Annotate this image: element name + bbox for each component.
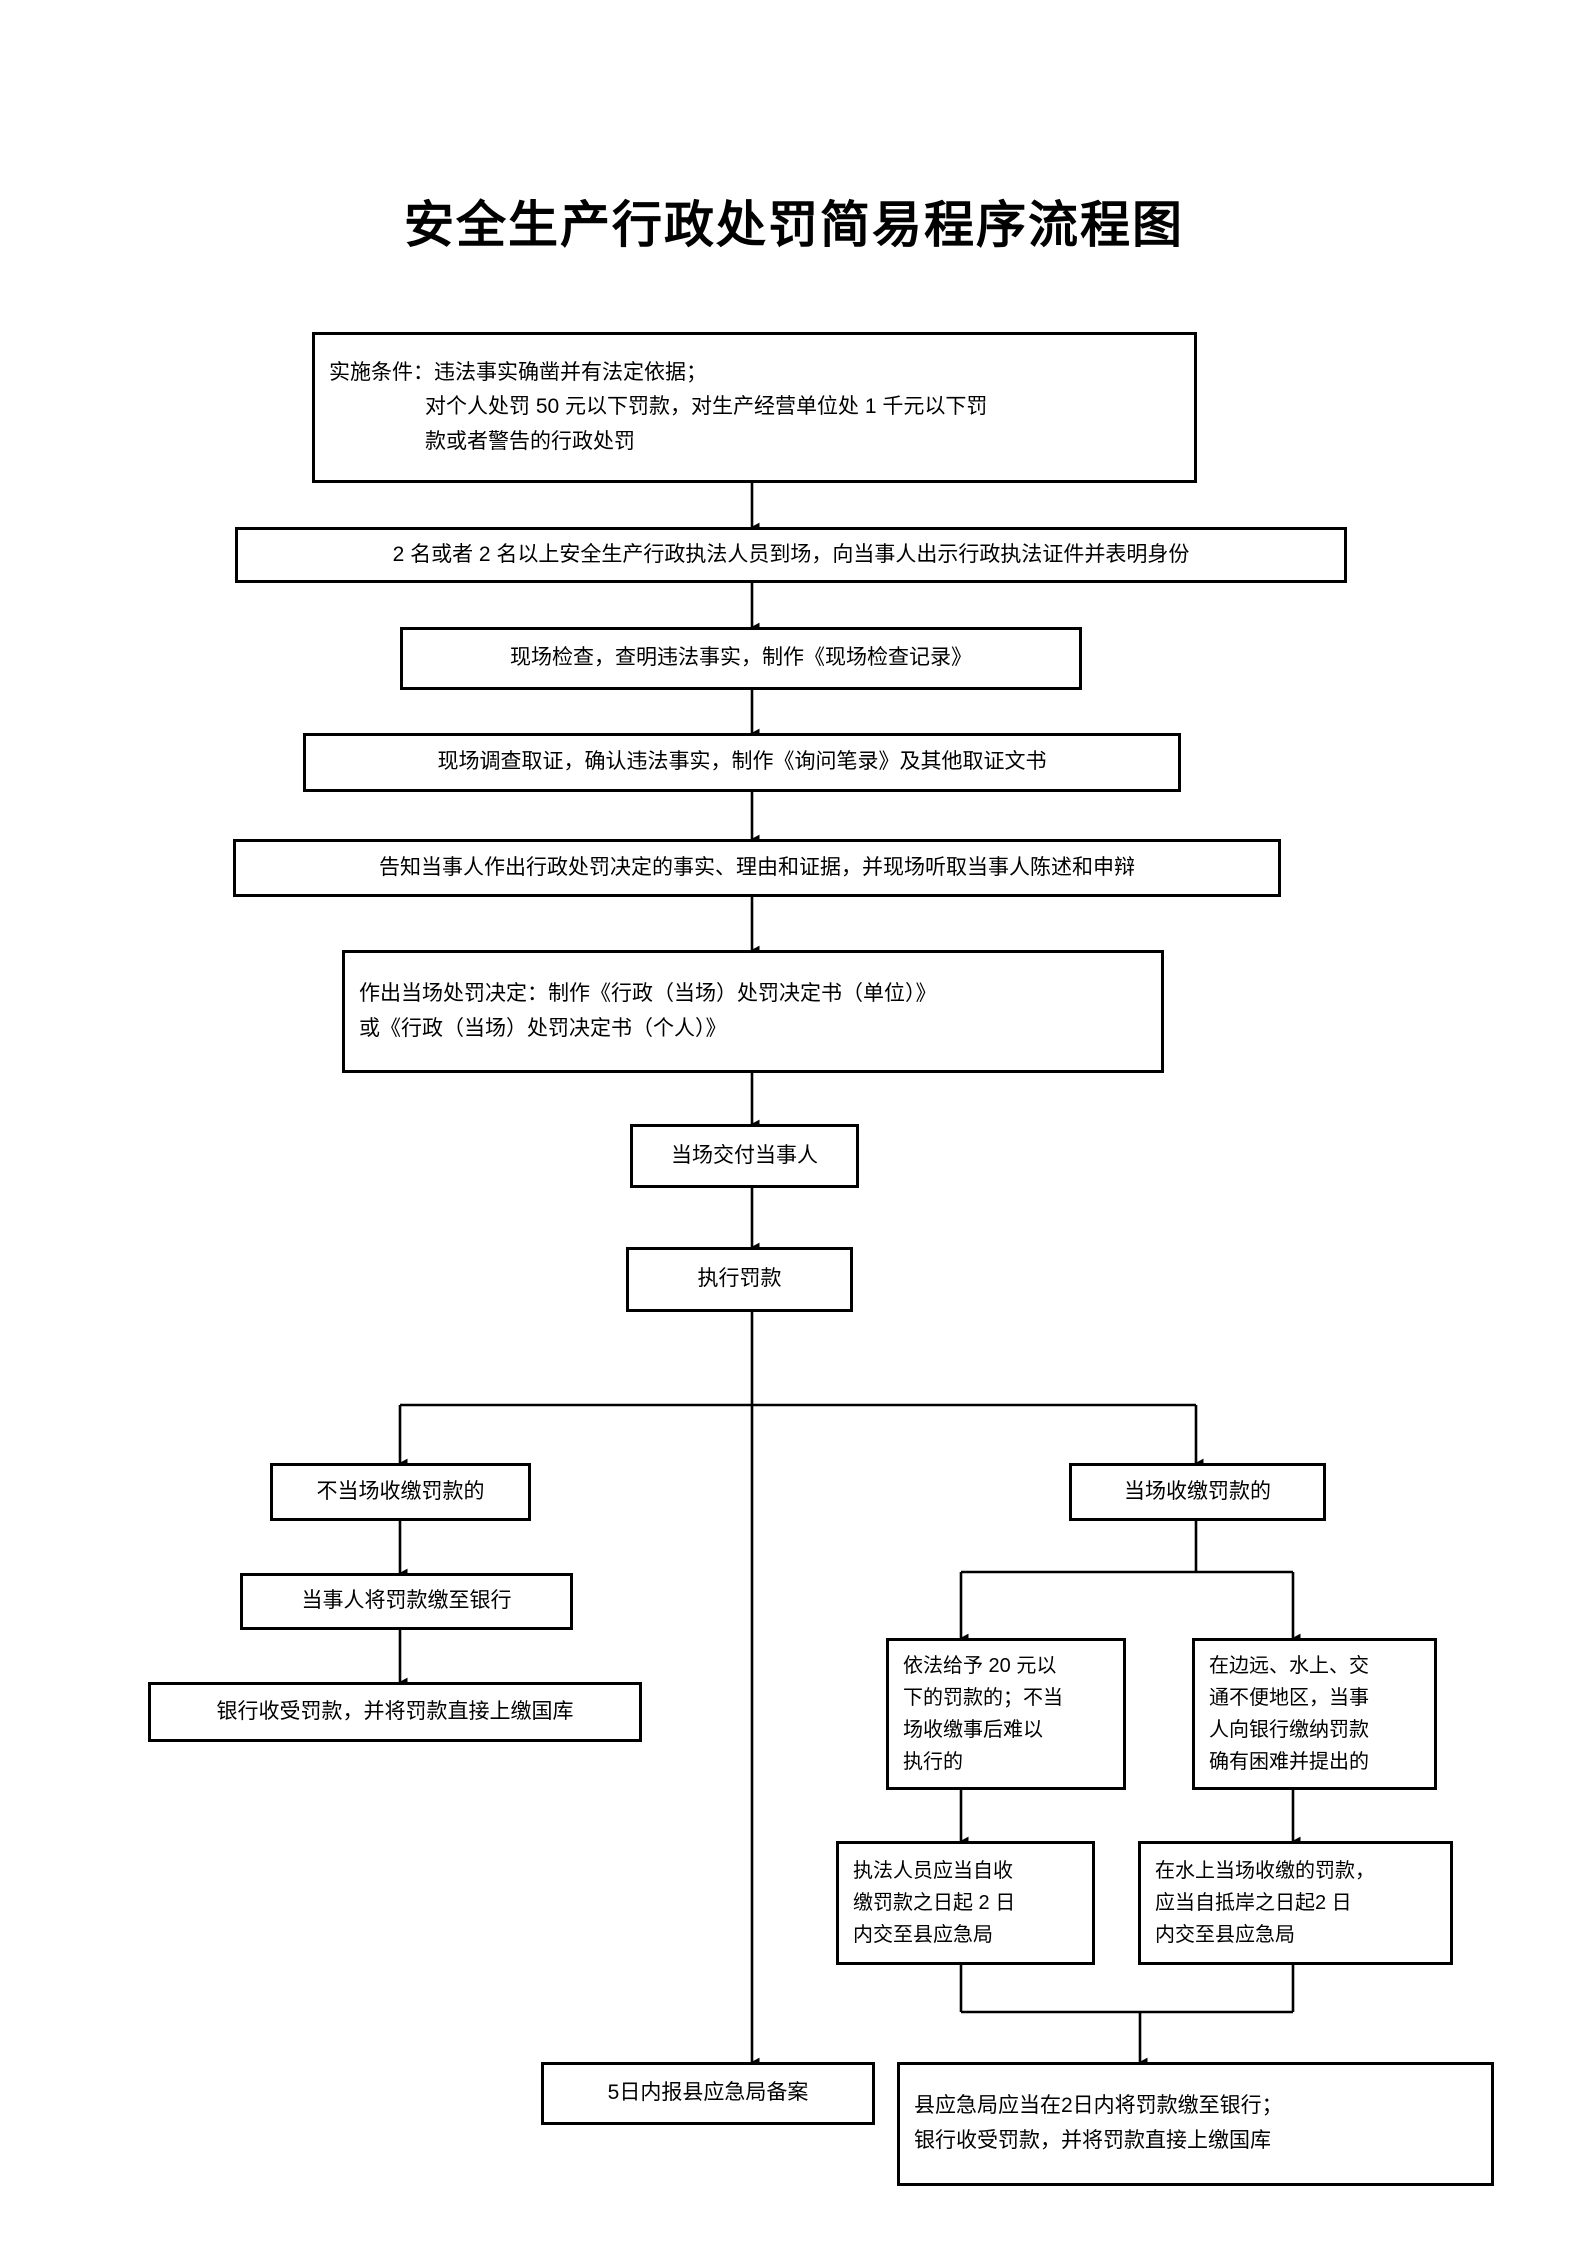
node-execute-fine: 执行罚款 <box>626 1247 853 1312</box>
node-line: 或《行政（当场）处罚决定书（个人）》 <box>359 1016 727 1040</box>
node-line: 告知当事人作出行政处罚决定的事实、理由和证据，并现场听取当事人陈述和申辩 <box>379 855 1135 879</box>
node-line: 2 名或者 2 名以上安全生产行政执法人员到场，向当事人出示行政执法证件并表明身… <box>392 542 1190 566</box>
node-line: 在边远、水上、交 <box>1209 1655 1369 1677</box>
node-bureau-remits-within-2-days: 县应急局应当在2日内将罚款缴至银行； 银行收受罚款，并将罚款直接上缴国库 <box>897 2062 1494 2186</box>
node-line: 通不便地区，当事 <box>1209 1687 1369 1709</box>
node-line: 确有困难并提出的 <box>1209 1751 1369 1773</box>
node-deliver-on-site-to-party: 当场交付当事人 <box>630 1124 859 1188</box>
node-line: 5日内报县应急局备案 <box>607 2081 809 2105</box>
node-make-on-site-penalty-decision: 作出当场处罚决定：制作《行政（当场）处罚决定书（单位）》 或《行政（当场）处罚决… <box>342 950 1164 1073</box>
node-line: 现场检查，查明违法事实，制作《现场检查记录》 <box>510 646 972 670</box>
node-line: 作出当场处罚决定：制作《行政（当场）处罚决定书（单位）》 <box>359 981 937 1005</box>
node-inform-party-hear-statement: 告知当事人作出行政处罚决定的事实、理由和证据，并现场听取当事人陈述和申辩 <box>233 839 1281 897</box>
node-line: 实施条件：违法事实确凿并有法定依据； <box>329 360 707 384</box>
node-line: 在水上当场收缴的罚款， <box>1155 1860 1375 1882</box>
node-officers-arrive-show-id: 2 名或者 2 名以上安全生产行政执法人员到场，向当事人出示行政执法证件并表明身… <box>235 527 1347 583</box>
node-line: 当事人将罚款缴至银行 <box>301 1589 512 1613</box>
node-line: 缴罚款之日起 2 日 <box>853 1892 1016 1914</box>
node-bank-receives-remits-treasury: 银行收受罚款，并将罚款直接上缴国库 <box>148 1682 642 1742</box>
node-line: 现场调查取证，确认违法事实，制作《询问笔录》及其他取证文书 <box>437 750 1047 774</box>
node-line: 当场收缴罚款的 <box>1124 1479 1271 1503</box>
node-line: 执行的 <box>903 1751 963 1773</box>
node-line: 应当自抵岸之日起2 日 <box>1155 1892 1352 1914</box>
node-line: 对个人处罚 50 元以下罚款，对生产经营单位处 1 千元以下罚 <box>425 395 988 419</box>
node-line: 场收缴事后难以 <box>903 1719 1043 1741</box>
node-on-site-inspection-record: 现场检查，查明违法事实，制作《现场检查记录》 <box>400 627 1082 690</box>
node-line: 执行罚款 <box>697 1267 782 1291</box>
node-line: 银行收受罚款，并将罚款直接上缴国库 <box>914 2129 1271 2152</box>
node-officer-submits-within-2-days: 执法人员应当自收 缴罚款之日起 2 日 内交至县应急局 <box>836 1841 1095 1965</box>
node-collected-on-site: 当场收缴罚款的 <box>1069 1463 1326 1521</box>
node-line: 内交至县应急局 <box>853 1924 993 1946</box>
node-line: 依法给予 20 元以 <box>903 1655 1057 1677</box>
node-on-site-investigation-evidence: 现场调查取证，确认违法事实，制作《询问笔录》及其他取证文书 <box>303 733 1181 792</box>
node-line: 内交至县应急局 <box>1155 1924 1295 1946</box>
node-line: 不当场收缴罚款的 <box>316 1479 485 1503</box>
node-line: 银行收受罚款，并将罚款直接上缴国库 <box>216 1699 574 1723</box>
node-line: 执法人员应当自收 <box>853 1860 1013 1882</box>
node-file-record-within-5-days: 5日内报县应急局备案 <box>541 2062 875 2125</box>
node-party-pays-fine-to-bank: 当事人将罚款缴至银行 <box>240 1573 573 1630</box>
node-line: 款或者警告的行政处罚 <box>425 429 635 453</box>
node-remote-water-inconvenient-case: 在边远、水上、交 通不便地区，当事 人向银行缴纳罚款 确有困难并提出的 <box>1192 1638 1437 1790</box>
node-line: 当场交付当事人 <box>671 1143 818 1167</box>
node-not-collected-on-site: 不当场收缴罚款的 <box>270 1463 531 1521</box>
node-line: 人向银行缴纳罚款 <box>1209 1719 1369 1741</box>
node-implementation-conditions: 实施条件：违法事实确凿并有法定依据； 对个人处罚 50 元以下罚款，对生产经营单… <box>312 332 1197 483</box>
page-title: 安全生产行政处罚简易程序流程图 <box>404 197 1184 253</box>
node-line: 下的罚款的；不当 <box>903 1687 1063 1709</box>
node-line: 县应急局应当在2日内将罚款缴至银行； <box>914 2094 1283 2118</box>
node-fine-under-20-yuan-case: 依法给予 20 元以 下的罚款的；不当 场收缴事后难以 执行的 <box>886 1638 1126 1790</box>
node-water-collected-submit-after-landing: 在水上当场收缴的罚款， 应当自抵岸之日起2 日 内交至县应急局 <box>1138 1841 1453 1965</box>
